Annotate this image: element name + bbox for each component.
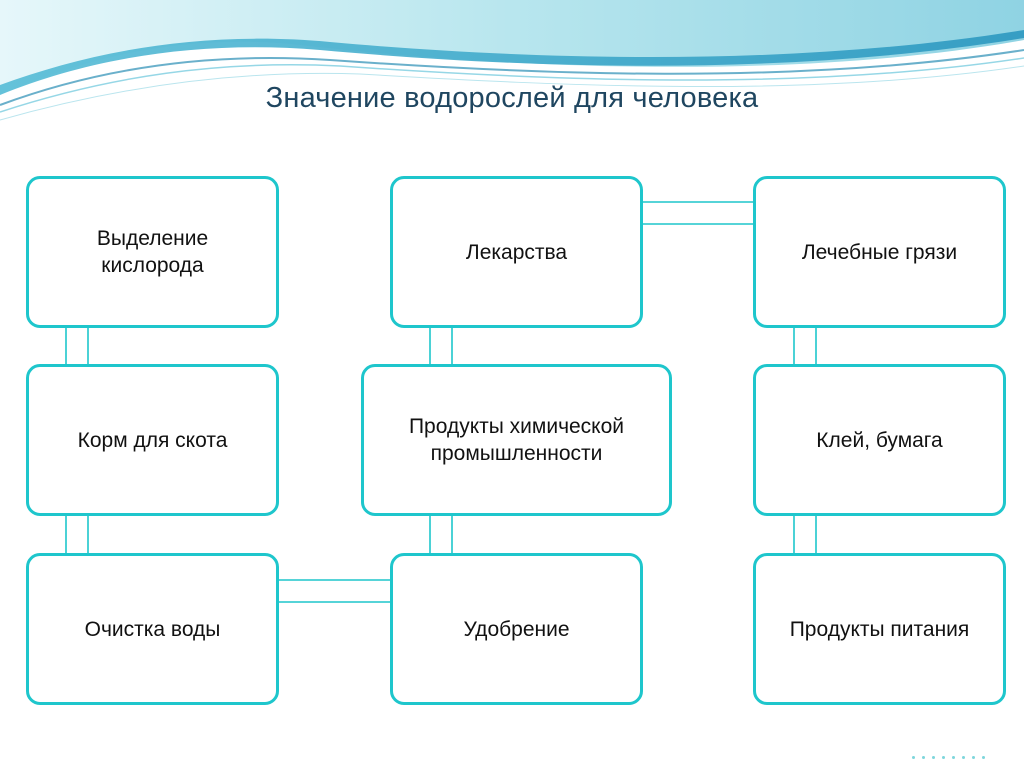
- node-fertilizer-label: Удобрение: [463, 617, 570, 641]
- node-glue-paper: Клей, бумага: [753, 364, 1006, 516]
- node-fertilizer: Удобрение: [390, 553, 643, 705]
- node-therapeutic-mud-label: Лечебные грязи: [801, 240, 958, 264]
- decorative-dot: [972, 756, 975, 759]
- node-glue-paper-label: Клей, бумага: [816, 428, 943, 452]
- decorative-dot: [962, 756, 965, 759]
- node-water-purification: Очистка воды: [26, 553, 279, 705]
- decorative-dot: [932, 756, 935, 759]
- decorative-wave-banner: [0, 0, 1024, 121]
- node-chemical-industry-products: Продукты химической промышленности: [361, 364, 672, 516]
- slide-title: Значение водорослей для человека: [265, 82, 759, 114]
- node-therapeutic-mud: Лечебные грязи: [753, 176, 1006, 328]
- node-medicines-label: Лекарства: [465, 240, 568, 264]
- node-food-products: Продукты питания: [753, 553, 1006, 705]
- node-chemical-industry-products-label: Продукты химической промышленности: [408, 415, 625, 465]
- decorative-dot: [982, 756, 985, 759]
- node-oxygen-release-label: Выделение кислорода: [96, 227, 209, 277]
- decorative-dot: [942, 756, 945, 759]
- node-livestock-fodder: Корм для скота: [26, 364, 279, 516]
- node-medicines: Лекарства: [390, 176, 643, 328]
- node-livestock-fodder-label: Корм для скота: [77, 428, 228, 452]
- decorative-dot: [952, 756, 955, 759]
- decorative-dot: [922, 756, 925, 759]
- node-oxygen-release: Выделение кислорода: [26, 176, 279, 328]
- node-water-purification-label: Очистка воды: [84, 617, 221, 641]
- decorative-dot: [912, 756, 915, 759]
- node-food-products-label: Продукты питания: [789, 617, 970, 641]
